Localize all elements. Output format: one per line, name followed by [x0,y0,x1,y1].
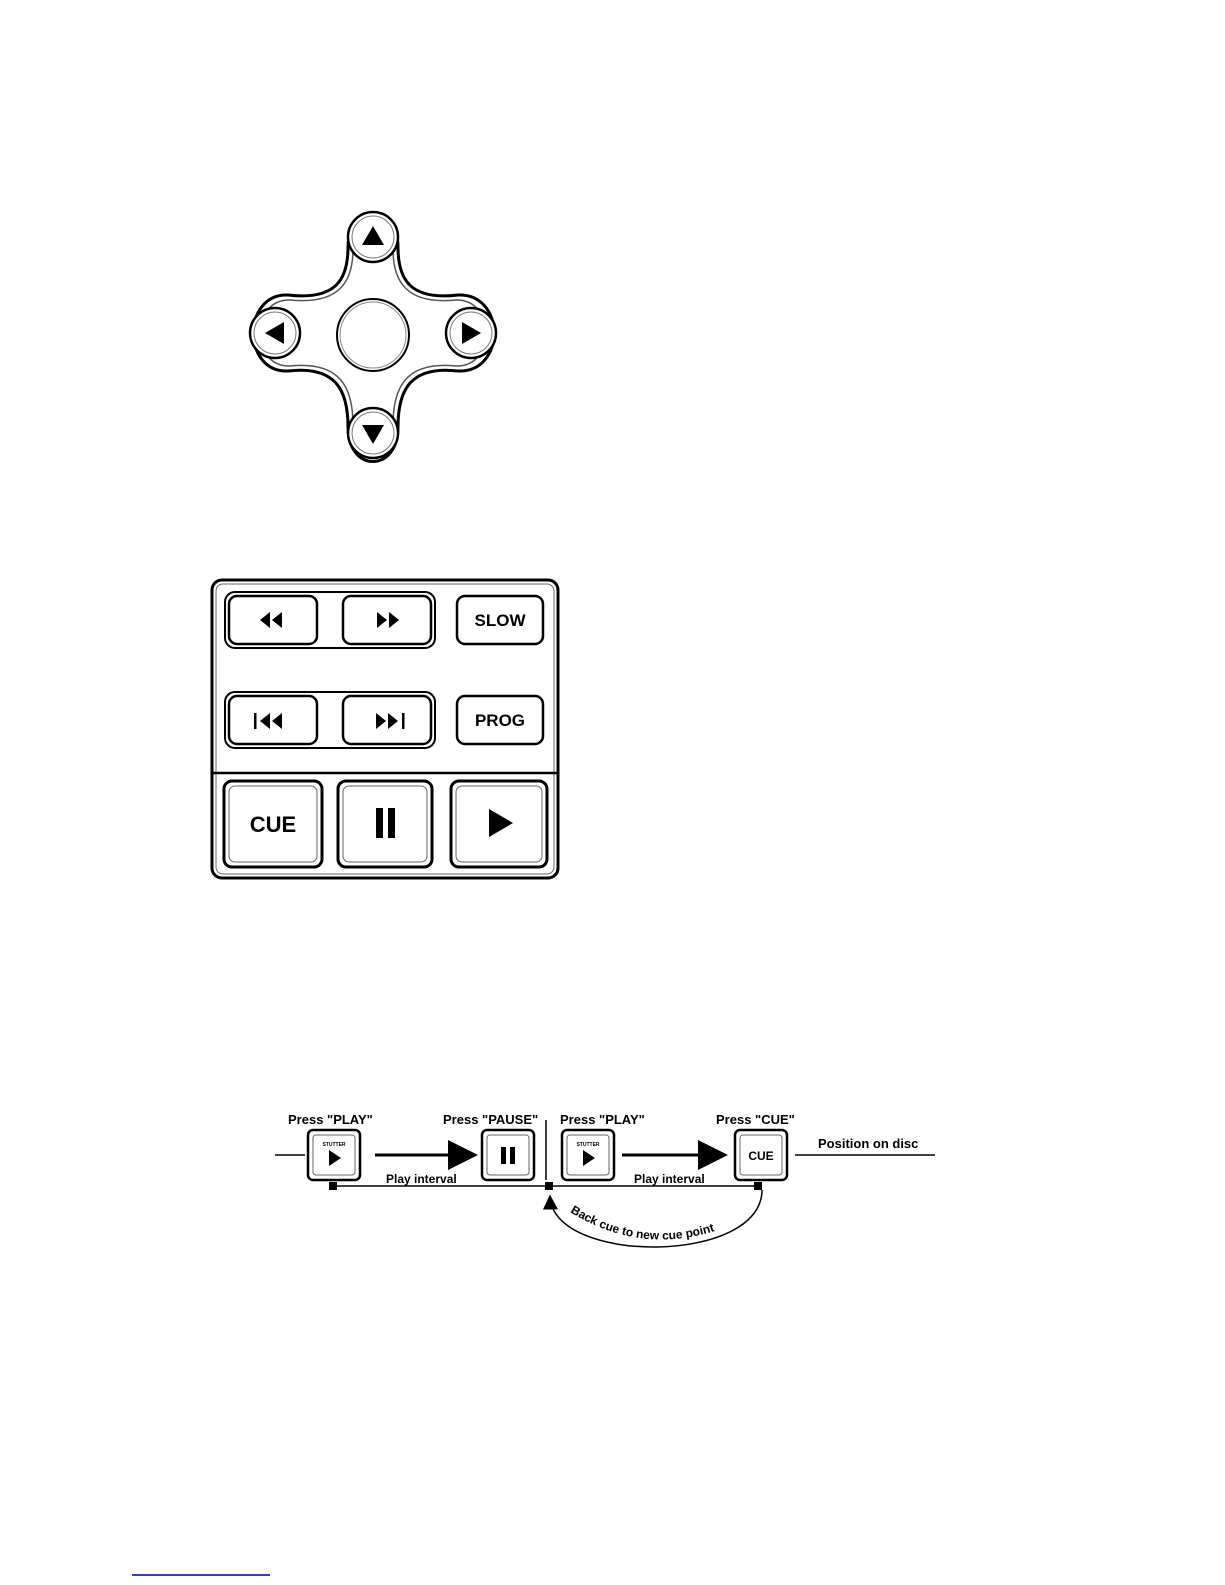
dpad-diagram [238,205,508,473]
play-button[interactable] [451,781,547,867]
prog-button[interactable]: PROG [457,696,543,744]
stutter-label-2: STUTTER [576,1142,599,1148]
stutter-play-button-1: STUTTER [308,1130,360,1180]
dpad-left-button[interactable] [250,308,300,358]
next-track-button[interactable] [343,696,431,744]
press-pause-label: Press "PAUSE" [443,1112,538,1127]
dpad-right-button[interactable] [446,308,496,358]
cue-sequence-diagram: Press "PLAY" Press "PAUSE" Press "PLAY" … [270,1100,940,1260]
play-interval-label-2: Play interval [634,1172,705,1186]
pause-button-small [482,1130,534,1180]
press-cue-label: Press "CUE" [716,1112,795,1127]
dpad-up-button[interactable] [348,212,398,262]
stutter-label-1: STUTTER [322,1142,345,1148]
position-on-disc-label: Position on disc [818,1136,918,1151]
interval-marker [754,1182,762,1190]
transport-panel: SLOW PROG CUE [210,578,560,880]
cue-button[interactable]: CUE [224,781,322,867]
stutter-play-button-2: STUTTER [562,1130,614,1180]
dpad-center-button[interactable] [337,299,409,371]
cue-small-label: CUE [748,1149,773,1163]
play-interval-label-1: Play interval [386,1172,457,1186]
press-play-label-2: Press "PLAY" [560,1112,645,1127]
cue-button-small: CUE [735,1130,787,1180]
cue-button-label: CUE [250,812,296,837]
fast-forward-button[interactable] [343,596,431,644]
dpad-down-button[interactable] [348,408,398,458]
interval-marker [329,1182,337,1190]
interval-marker [545,1182,553,1190]
press-play-label-1: Press "PLAY" [288,1112,373,1127]
footnote-rule [132,1574,270,1576]
pause-button[interactable] [338,781,432,867]
previous-track-button[interactable] [229,696,317,744]
rewind-button[interactable] [229,596,317,644]
slow-button-label: SLOW [475,611,527,630]
slow-button[interactable]: SLOW [457,596,543,644]
prog-button-label: PROG [475,711,525,730]
